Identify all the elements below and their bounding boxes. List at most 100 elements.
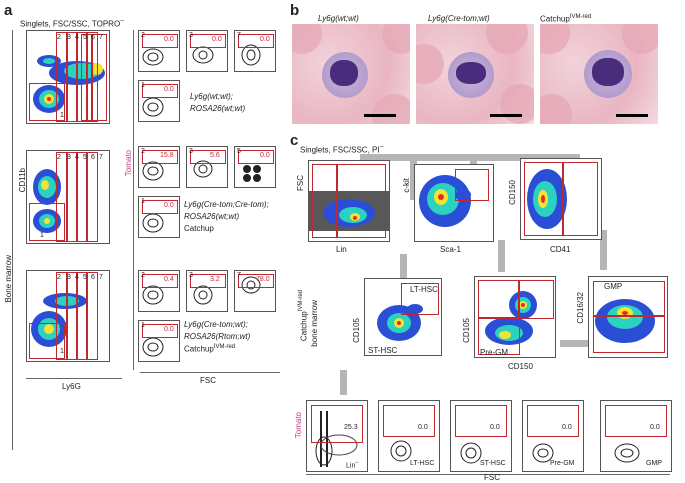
density-graphic: [33, 169, 61, 233]
gate-number-7: 7: [99, 34, 103, 41]
fsc-axis-label: FSC: [296, 175, 305, 191]
row3-contours: [138, 270, 278, 370]
lin-fsc-plot: [308, 160, 390, 242]
tomato-plot-label: GMP: [646, 460, 662, 467]
cd41-neg-gate: [524, 162, 564, 236]
micrograph-wt: [292, 24, 410, 124]
gate-label: 3: [189, 272, 193, 279]
gate-number-4: 4: [75, 274, 79, 281]
micrograph-label: Ly6g(Cre-tom;wt): [428, 14, 490, 23]
gate-number-2: 2: [57, 154, 61, 161]
lin-neg-gate: [312, 164, 338, 238]
lin-pos-gate: [336, 164, 386, 238]
tomato-plot-label: LT-HSC: [410, 460, 435, 467]
tomato-plot-label: Lin−: [346, 460, 359, 470]
panel-c-header: Singlets, FSC/SSC, PI−: [300, 144, 384, 155]
pre-gm-plot: [474, 276, 556, 358]
cd105-axis-label: CD105: [352, 318, 361, 343]
micrograph-cre-tom: [416, 24, 534, 124]
micrograph-catchup: [540, 24, 658, 124]
gate-label: 3: [189, 148, 193, 155]
row2-contours: [138, 146, 278, 246]
tomato-plot-label: Pre-GM: [550, 460, 575, 467]
cd150-axis-label: CD150: [508, 180, 517, 205]
genotype-line: ROSA26(wt;wt): [190, 104, 246, 113]
gmp-gate: [593, 281, 665, 317]
pre-gm-label: Pre-GM: [480, 348, 508, 357]
tomato-value: 0.0: [650, 424, 660, 431]
gate-label: 1: [141, 82, 145, 89]
contour-graphic: [315, 411, 358, 467]
gate-number-7: 7: [99, 274, 103, 281]
panel-b-letter: b: [290, 2, 300, 19]
y-axis-bracket: [12, 30, 13, 450]
genotype-line: Ly6g(Cre-tom;Cre-tom);: [184, 200, 269, 209]
cd150-axis-label: CD150: [508, 362, 533, 371]
flow-arrow: [498, 240, 505, 272]
micrograph-label: CatchupIVM-red: [540, 14, 592, 24]
percent-value: 0.0: [260, 36, 270, 43]
gate-label: 7: [237, 272, 241, 279]
gate-number-2: 2: [57, 34, 61, 41]
percent-value: 0.0: [212, 36, 222, 43]
gate-number-4: 4: [75, 154, 79, 161]
percent-value: 0.0: [164, 86, 174, 93]
gate-number-3: 3: [67, 154, 71, 161]
scale-bar: [490, 114, 522, 117]
tomato-value: 0.0: [418, 424, 428, 431]
gate-number-6: 6: [91, 154, 95, 161]
contour-plot: [138, 320, 180, 362]
contour-plot: [186, 30, 228, 72]
contour-graphic: [390, 440, 412, 462]
cd105-axis-label: CD105: [462, 318, 471, 343]
lsk-gate: [455, 169, 489, 201]
percent-value: 0.0: [164, 36, 174, 43]
gate-number-3: 3: [67, 34, 71, 41]
flow-arrow: [410, 160, 417, 200]
tomato-value: 0.0: [490, 424, 500, 431]
genotype-line: ROSA26(Rtom;wt): [184, 332, 251, 341]
density-plot-row2: [26, 150, 110, 244]
tomato-axis-label: Tomato: [294, 412, 303, 439]
tomato-plot-st-hsc: [450, 400, 512, 472]
catchup-bm-label2: bone marrow: [310, 300, 319, 347]
tomato-gate: [605, 405, 667, 437]
flow-arrow: [600, 230, 607, 270]
gate-label: 2: [141, 272, 145, 279]
scale-bar: [616, 114, 648, 117]
gate-number-5: 5: [83, 34, 87, 41]
gate-number-4: 4: [75, 34, 79, 41]
genotype-line: Ly6g(Cre-tom;wt);: [184, 320, 248, 329]
percent-value: 78.0: [256, 276, 270, 283]
gate-number-3: 3: [67, 274, 71, 281]
cd41-pos-gate: [562, 162, 598, 236]
genotype-line: Catchup: [184, 224, 214, 233]
gate-1: [29, 83, 65, 121]
scale-bar: [364, 114, 396, 117]
percent-value: 15.8: [160, 152, 174, 159]
gate-label: 1: [141, 322, 145, 329]
percent-value: 5.6: [210, 152, 220, 159]
contour-plot: [234, 270, 276, 312]
ly6g-label: Ly6G: [62, 382, 81, 391]
tomato-label: Tomato: [124, 150, 133, 177]
micrograph-label: Ly6g(wt;wt): [318, 14, 359, 23]
contour-graphic: [460, 442, 482, 464]
genotype-line: Ly6g(wt;wt);: [190, 92, 233, 101]
contour-plot: [138, 270, 180, 312]
gate-number-2: 2: [57, 274, 61, 281]
gate-number-1: 1: [40, 232, 44, 239]
genotype-line: ROSA26(wt;wt): [184, 212, 240, 221]
flow-arrow: [340, 370, 347, 395]
density-plot-row3: [26, 270, 110, 362]
contour-plot: [186, 146, 228, 188]
panel-a-letter: a: [4, 2, 13, 19]
density-graphic: [527, 169, 567, 229]
lt-hsc-label: LT-HSC: [410, 285, 438, 294]
density-graphic: [595, 299, 655, 343]
cd150-cd41-plot: [520, 158, 602, 240]
lt-st-hsc-plot: [364, 278, 442, 356]
lower-gate: [593, 315, 665, 353]
contour-plot: [234, 146, 276, 188]
tomato-gate: [455, 405, 507, 437]
